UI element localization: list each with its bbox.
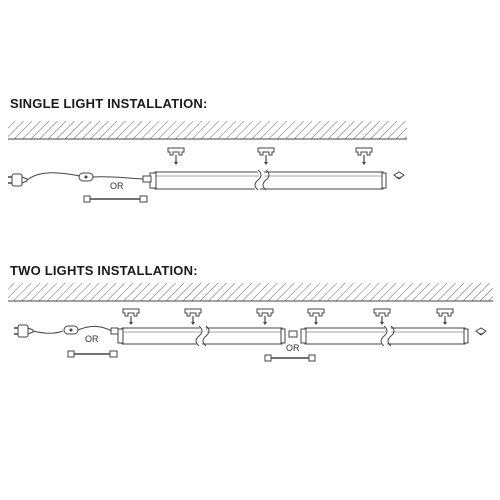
single-installation-title: SINGLE LIGHT INSTALLATION: xyxy=(10,96,208,111)
end-cap-icon xyxy=(475,327,487,336)
power-cord xyxy=(26,172,81,181)
connector-cable xyxy=(67,350,118,358)
mounting-clip-icon xyxy=(257,147,275,165)
mounting-clip-icon xyxy=(122,308,140,325)
single-installation: OR xyxy=(8,121,407,203)
mounting-clip-icon xyxy=(184,308,202,325)
ceiling xyxy=(8,283,493,302)
power-cord xyxy=(77,325,113,332)
mounting-clip-icon xyxy=(373,308,391,325)
two-installation: OR OR xyxy=(8,283,493,362)
plug-icon xyxy=(8,173,28,187)
mounting-clip-icon xyxy=(355,147,373,165)
mounting-clip-icon xyxy=(307,308,325,325)
mounting-clip-icon xyxy=(167,147,185,165)
end-cap-icon xyxy=(393,171,405,180)
two-installation-title: TWO LIGHTS INSTALLATION: xyxy=(10,263,198,278)
mounting-clip-icon xyxy=(436,308,454,325)
light-bar xyxy=(117,324,286,348)
power-cord xyxy=(92,176,144,180)
cord-connector xyxy=(110,327,119,335)
or-label: OR xyxy=(85,334,99,344)
linking-connector-icon xyxy=(288,330,298,338)
inline-switch-icon xyxy=(78,172,94,182)
plug-icon xyxy=(14,324,34,338)
mounting-clip-icon xyxy=(256,308,274,325)
or-label: OR xyxy=(286,343,300,353)
cord-connector xyxy=(142,175,152,183)
light-bar xyxy=(149,168,387,192)
power-cord xyxy=(32,330,64,334)
light-bar xyxy=(300,324,469,348)
linking-cable xyxy=(264,354,316,362)
connector-cable xyxy=(83,195,148,203)
inline-switch-icon xyxy=(63,325,79,335)
or-label: OR xyxy=(110,181,124,191)
ceiling xyxy=(8,121,407,140)
